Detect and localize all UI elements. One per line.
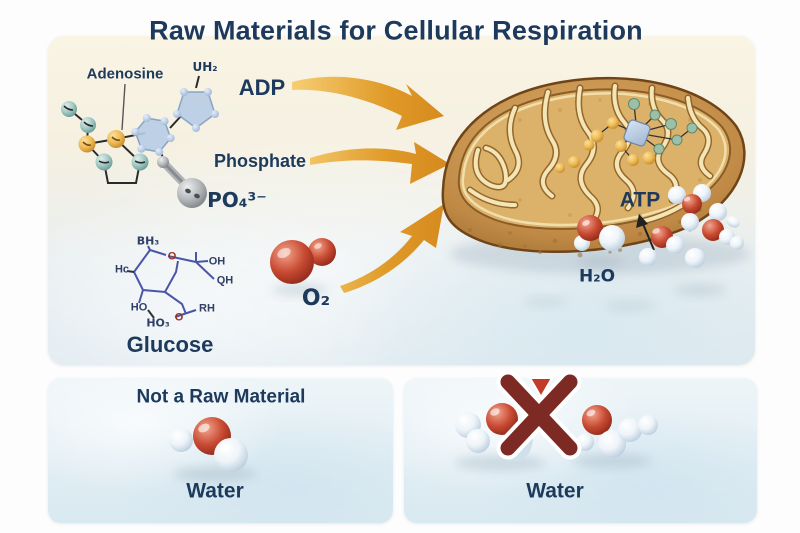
water-label-left: Water bbox=[186, 479, 244, 503]
arrow-oxygen bbox=[340, 204, 444, 293]
atp-cluster bbox=[636, 184, 744, 268]
glucose-atom-ho: HO bbox=[130, 301, 148, 314]
not-raw-material-heading: Not a Raw Material bbox=[136, 386, 306, 408]
adenosine-label: Adenosine bbox=[86, 65, 164, 83]
mitochondrion bbox=[441, 76, 746, 258]
glucose-atom-qh: QH bbox=[216, 274, 234, 287]
glucose-atom-o-bottom: O bbox=[174, 311, 184, 324]
water-formula-label: H₂O bbox=[578, 266, 616, 287]
page-title: Raw Materials for Cellular Respiration bbox=[149, 15, 643, 46]
atp-label: ATP bbox=[619, 188, 661, 212]
adp-label: ADP bbox=[238, 75, 286, 100]
water-molecule-allowed bbox=[169, 417, 257, 481]
water-label-right: Water bbox=[526, 479, 584, 503]
red-cross-icon bbox=[496, 370, 582, 460]
phosphate-label: Phosphate bbox=[213, 151, 307, 171]
glucose-label: Glucose bbox=[126, 332, 214, 357]
amine-group-label: UH₂ bbox=[192, 60, 218, 74]
glucose-atom-bh3: BH₃ bbox=[136, 234, 160, 248]
glucose-atom-o-top: O bbox=[167, 250, 177, 263]
glucose-atom-hc: Hc bbox=[114, 263, 130, 276]
glucose-atom-oh: OH bbox=[208, 255, 226, 268]
arrow-phosphate bbox=[310, 142, 450, 184]
water-molecule-main bbox=[574, 215, 625, 267]
glucose-structure bbox=[126, 245, 215, 319]
oxygen-molecule bbox=[270, 238, 336, 296]
oxygen-label: O₂ bbox=[301, 286, 331, 311]
water-molecules-crossed bbox=[454, 403, 658, 471]
arrow-adp bbox=[292, 76, 444, 130]
glucose-atom-rh: RH bbox=[199, 302, 215, 315]
matrix-molecule-cluster bbox=[555, 98, 698, 173]
phosphate-formula-label: PO₄³⁻ bbox=[207, 188, 267, 212]
glucose-atom-ho3: HO₃ bbox=[146, 316, 170, 330]
adp-molecule bbox=[61, 75, 219, 208]
